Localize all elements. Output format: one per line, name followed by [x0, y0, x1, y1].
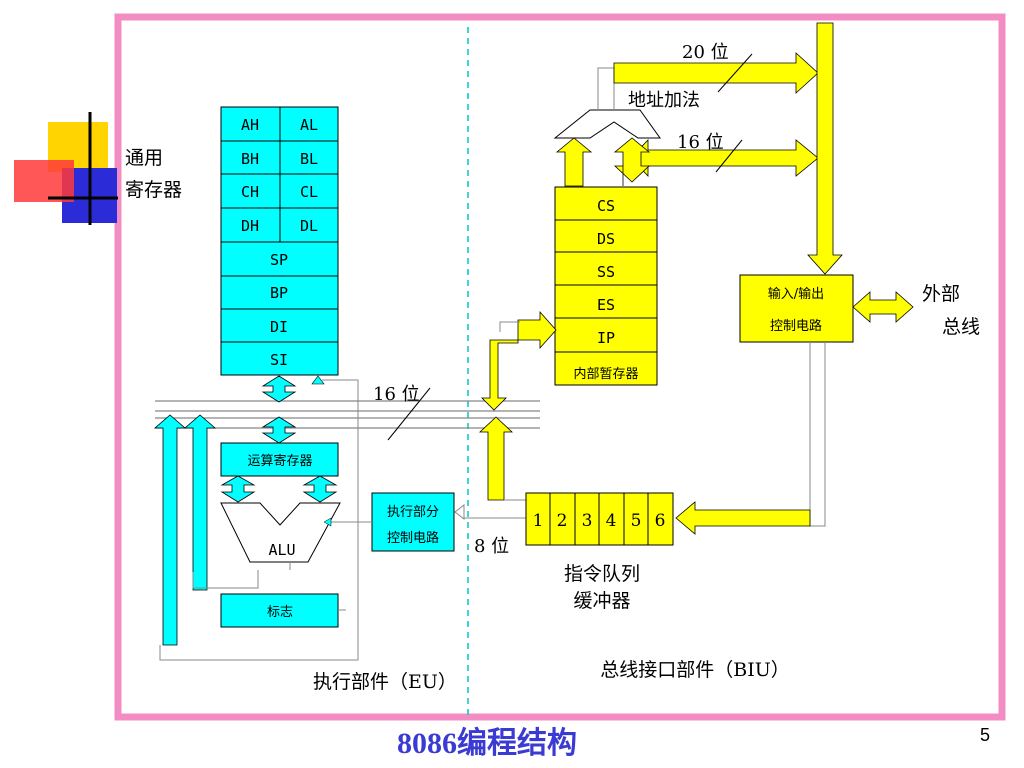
internal-bus [155, 387, 540, 441]
exec-control-label-1: 执行部分 [387, 505, 439, 520]
eu-feedback-arrows [153, 414, 217, 646]
register-dh: DH [241, 217, 259, 235]
register-bl: BL [300, 150, 318, 168]
register-ip: IP [597, 329, 615, 347]
external-bus-arrow [852, 291, 914, 323]
adder-output-line [597, 67, 615, 110]
register-ss: SS [597, 263, 615, 281]
address-adder [553, 109, 661, 139]
register-ds: DS [597, 230, 615, 248]
execution-control-circuit [371, 492, 455, 552]
segment-register-file: CS DS SS ES IP 内部暂存器 [554, 186, 658, 386]
alu-register [220, 442, 339, 477]
queue-label-1: 指令队列 [564, 563, 640, 585]
queue-slot-2: 2 [557, 511, 568, 531]
segment-to-adder-arrows [555, 137, 651, 187]
internal-registers-label: 内部暂存器 [573, 366, 638, 382]
external-bus-label-1: 外部 [922, 283, 960, 305]
queue-slot-5: 5 [631, 511, 642, 531]
queue-slot-3: 3 [582, 511, 593, 531]
bus-width-20: 20 位 [682, 42, 729, 63]
register-ah: AH [241, 116, 259, 134]
instruction-queue: 1 2 3 4 5 6 [525, 492, 674, 546]
register-di: DI [270, 318, 288, 336]
queue-to-bus-arrow [478, 416, 514, 501]
io-control-label-1: 输入/输出 [768, 286, 824, 302]
flag-feedback-line [159, 379, 359, 661]
io-control-label-2: 控制电路 [770, 318, 822, 334]
exec-control-label-2: 控制电路 [387, 530, 439, 546]
register-cl: CL [300, 183, 318, 201]
register-es: ES [597, 296, 615, 314]
io-to-queue-arrow [675, 501, 811, 535]
io-control-circuit [739, 274, 854, 343]
bus-width-16-mid: 16 位 [373, 384, 420, 405]
flags-register [220, 593, 339, 628]
register-si: SI [270, 351, 288, 369]
address-adder-label: 地址加法 [628, 90, 700, 111]
bus-width-8: 8 位 [474, 536, 509, 557]
flags-label: 标志 [267, 605, 293, 620]
general-register-file: AH AL BH BL CH CL DH DL SP BP DI SI [220, 106, 339, 376]
register-sp: SP [270, 251, 288, 269]
register-cs: CS [597, 197, 615, 215]
queue-slot-4: 4 [606, 511, 617, 531]
queue-slot-6: 6 [655, 511, 666, 531]
queue-label-2: 缓冲器 [573, 590, 630, 612]
alu-output-line [192, 570, 259, 589]
bus-to-ip-arrow [481, 310, 557, 411]
data-16bit-arrow [630, 138, 819, 178]
alu-unit [220, 502, 341, 563]
queue-slot-1: 1 [533, 511, 544, 531]
alu-input-arrows [220, 475, 338, 503]
page-number: 5 [980, 725, 990, 745]
decorative-logo [14, 112, 118, 225]
register-bus-arrow [261, 375, 297, 444]
register-bp: BP [270, 284, 288, 302]
eu-section-label: 执行部件（EU） [313, 671, 457, 693]
io-to-queue-line [809, 342, 826, 527]
small-arrow-icon [311, 375, 325, 385]
slide-frame [114, 13, 1006, 721]
register-al: AL [300, 116, 318, 134]
biu-section-label: 总线接口部件（BIU） [600, 659, 789, 681]
register-dl: DL [300, 217, 318, 235]
alu-register-label: 运算寄存器 [247, 453, 312, 469]
external-bus-label-2: 总线 [942, 316, 980, 338]
bus-width-16-top: 16 位 [677, 132, 724, 153]
general-registers-label-2: 寄存器 [125, 179, 182, 201]
slide-title: 8086编程结构 [397, 726, 577, 760]
system-bus-arrow [807, 22, 843, 275]
register-ch: CH [241, 183, 259, 201]
alu-label: ALU [268, 541, 295, 559]
general-registers-label-1: 通用 [125, 147, 163, 169]
register-bh: BH [241, 150, 259, 168]
address-20bit-arrow [613, 52, 819, 94]
